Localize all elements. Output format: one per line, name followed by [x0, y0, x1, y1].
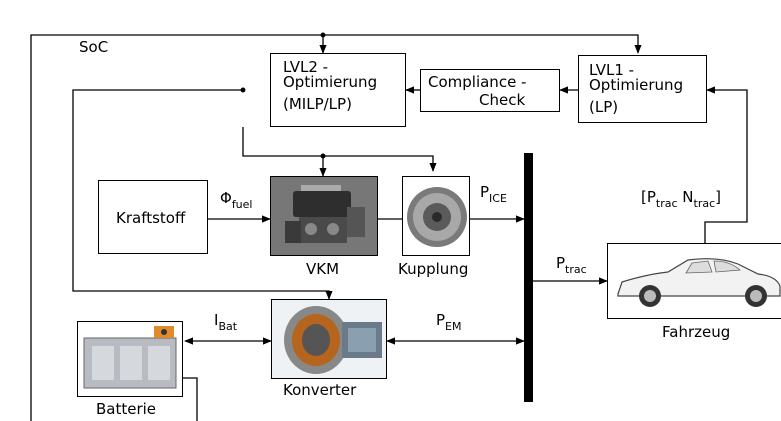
konverter-label: Konverter: [283, 383, 356, 398]
phi-fuel-label: Φfuel: [220, 191, 252, 206]
power-bus-bar: [524, 153, 533, 402]
p-trac-subscript: trac: [565, 263, 587, 276]
vector-n: N: [678, 188, 694, 206]
batterie-battery-image: [77, 321, 183, 397]
lvl1-subtitle: Optimierung: [589, 77, 683, 93]
battery-sense-line: [181, 378, 197, 421]
p-trac-label: Ptrac: [556, 256, 587, 271]
vkm-engine-image: [270, 176, 378, 256]
vehicle-state-vector-label: [Ptrac Ntrac]: [641, 190, 721, 205]
lvl2-subtitle: Optimierung: [283, 74, 377, 90]
lvl2-control-line: [243, 127, 433, 171]
vkm-label: VKM: [306, 262, 339, 277]
kupplung-clutch-image: [402, 176, 470, 256]
vehicle-state-feedback-line: [705, 90, 747, 243]
soc-label: SoC: [79, 40, 108, 55]
clutch-icon: [403, 177, 470, 256]
fahrzeug-vehicle-image: [607, 243, 781, 319]
p-em-subscript: EM: [445, 320, 461, 333]
car-icon: [608, 244, 781, 319]
lvl1-method: (LP): [589, 99, 618, 115]
p-ice-label: PICE: [480, 185, 507, 200]
battery-icon: [78, 322, 183, 397]
kupplung-label: Kupplung: [398, 262, 468, 277]
batterie-label: Batterie: [96, 402, 156, 417]
kraftstoff-box: Kraftstoff: [98, 180, 208, 254]
i-bat-label: IBat: [214, 313, 237, 328]
compliance-title: Compliance -: [428, 74, 526, 90]
lvl1-optimization-box: LVL1 - Optimierung (LP): [578, 55, 707, 123]
engine-icon: [271, 177, 378, 256]
vector-close: ]: [715, 188, 721, 206]
vector-open: [P: [641, 188, 656, 206]
p-em-label: PEM: [436, 313, 462, 328]
p-ice-subscript: ICE: [489, 192, 507, 205]
kraftstoff-label: Kraftstoff: [116, 210, 185, 226]
lvl2-method: (MILP/LP): [283, 96, 352, 112]
konverter-motor-image: [271, 299, 387, 379]
motor-icon: [272, 300, 387, 379]
phi-symbol: Φ: [220, 189, 232, 207]
vector-n-subscript: trac: [694, 197, 716, 210]
p-trac-symbol: P: [556, 254, 565, 272]
phi-subscript: fuel: [232, 198, 253, 211]
p-ice-symbol: P: [480, 183, 489, 201]
fahrzeug-label: Fahrzeug: [662, 325, 730, 340]
compliance-subtitle: Check: [479, 92, 525, 108]
i-bat-subscript: Bat: [218, 320, 237, 333]
lvl2-optimization-box: LVL2 - Optimierung (MILP/LP): [270, 53, 406, 127]
compliance-check-box: Compliance - Check: [420, 69, 560, 112]
vector-trac-subscript: trac: [656, 197, 678, 210]
p-em-symbol: P: [436, 311, 445, 329]
